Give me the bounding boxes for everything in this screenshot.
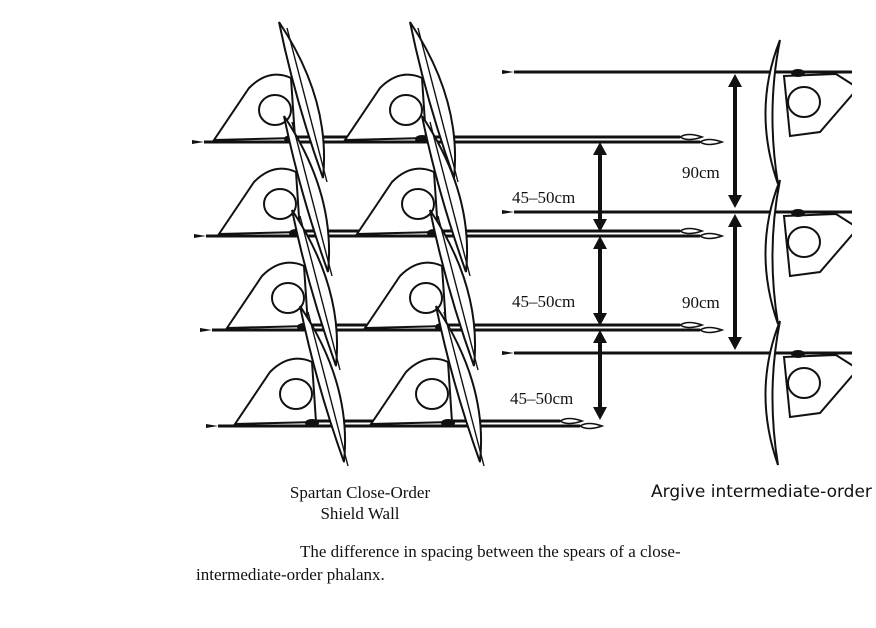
close-spacing-label: 45–50cm xyxy=(510,389,573,408)
spear-head xyxy=(698,232,725,240)
shield-rim xyxy=(291,121,333,277)
shield-rim xyxy=(417,27,459,183)
spear-butt xyxy=(502,70,514,74)
cropped-edge xyxy=(852,40,876,380)
spear-butt xyxy=(194,234,206,238)
argive-shield xyxy=(764,39,781,185)
arrow-head-top xyxy=(728,74,742,87)
spear-head xyxy=(698,326,725,334)
spear-butt xyxy=(192,140,204,144)
argive-formation-label: Argive intermediate-order xyxy=(651,482,872,502)
arrow-head-top xyxy=(593,142,607,155)
argive-body xyxy=(782,72,860,138)
shield xyxy=(299,305,347,463)
helmet xyxy=(389,94,423,126)
spartan-row xyxy=(194,115,725,277)
helmet xyxy=(409,282,443,314)
arrow-head-top xyxy=(593,330,607,343)
intermediate-spacing-arrow xyxy=(728,214,742,350)
argive-hand xyxy=(791,69,805,77)
shield-rim xyxy=(429,121,471,277)
spacing-arrows xyxy=(593,74,742,420)
argive-body xyxy=(782,212,860,278)
helmet xyxy=(279,378,313,410)
spear-butt xyxy=(502,210,514,214)
spear-head xyxy=(678,133,705,141)
arrow-head-bottom xyxy=(593,313,607,326)
spear-head xyxy=(578,422,605,430)
shield xyxy=(291,209,339,367)
shield-rim xyxy=(443,311,485,467)
intermediate-spacing-arrow xyxy=(728,74,742,208)
arrow-head-bottom xyxy=(593,219,607,232)
close-spacing-arrow xyxy=(593,142,607,232)
spartan-row xyxy=(192,21,725,183)
intermediate-spacing-label: 90cm xyxy=(682,163,720,182)
shield-rim xyxy=(437,215,479,371)
argive-shield xyxy=(764,179,781,325)
spartan-close-order-rows xyxy=(192,21,725,467)
helmet xyxy=(415,378,449,410)
spartan-label-line2: Shield Wall xyxy=(320,504,400,523)
hand xyxy=(305,419,319,427)
spartan-formation-label: Spartan Close-Order Shield Wall xyxy=(272,482,448,524)
hand xyxy=(441,419,455,427)
close-spacing-label: 45–50cm xyxy=(512,188,575,207)
arrow-head-bottom xyxy=(728,337,742,350)
spear-head xyxy=(678,321,705,329)
shield xyxy=(429,209,477,367)
argive-helmet xyxy=(787,86,821,118)
shield-rim xyxy=(299,215,341,371)
arrow-head-top xyxy=(728,214,742,227)
shield xyxy=(421,115,469,273)
spear-butt xyxy=(200,328,212,332)
arrow-head-top xyxy=(593,236,607,249)
spear-head xyxy=(678,227,705,235)
arrow-head-bottom xyxy=(593,407,607,420)
shield-rim xyxy=(307,311,349,467)
argive-helmet xyxy=(787,226,821,258)
argive-hand xyxy=(791,350,805,358)
shield-rim xyxy=(286,27,328,183)
argive-shield xyxy=(764,320,781,466)
helmet xyxy=(401,188,435,220)
shield xyxy=(283,115,331,273)
shield xyxy=(278,21,326,179)
argive-hand xyxy=(791,209,805,217)
argive-row xyxy=(502,39,876,185)
shield xyxy=(435,305,483,463)
caption-line2: intermediate-order phalanx. xyxy=(196,565,385,584)
spartan-row xyxy=(206,305,605,467)
helmet xyxy=(263,188,297,220)
close-spacing-arrow xyxy=(593,330,607,420)
spartan-label-line1: Spartan Close-Order xyxy=(289,483,431,502)
helmet xyxy=(258,94,292,126)
close-spacing-arrow xyxy=(593,236,607,326)
figure-caption: The difference in spacing between the sp… xyxy=(196,540,681,586)
spear-head xyxy=(558,417,585,425)
argive-body xyxy=(782,353,860,419)
arrow-head-bottom xyxy=(728,195,742,208)
spear-butt xyxy=(206,424,218,428)
intermediate-spacing-label: 90cm xyxy=(682,293,720,312)
spacing-labels: 45–50cm 45–50cm 45–50cm 90cm 90cm xyxy=(510,163,720,408)
helmet xyxy=(271,282,305,314)
close-spacing-label: 45–50cm xyxy=(512,292,575,311)
spear-head xyxy=(698,138,725,146)
caption-line1: The difference in spacing between the sp… xyxy=(300,542,681,561)
argive-helmet xyxy=(787,367,821,399)
spear-butt xyxy=(502,351,514,355)
spartan-row xyxy=(200,209,725,371)
